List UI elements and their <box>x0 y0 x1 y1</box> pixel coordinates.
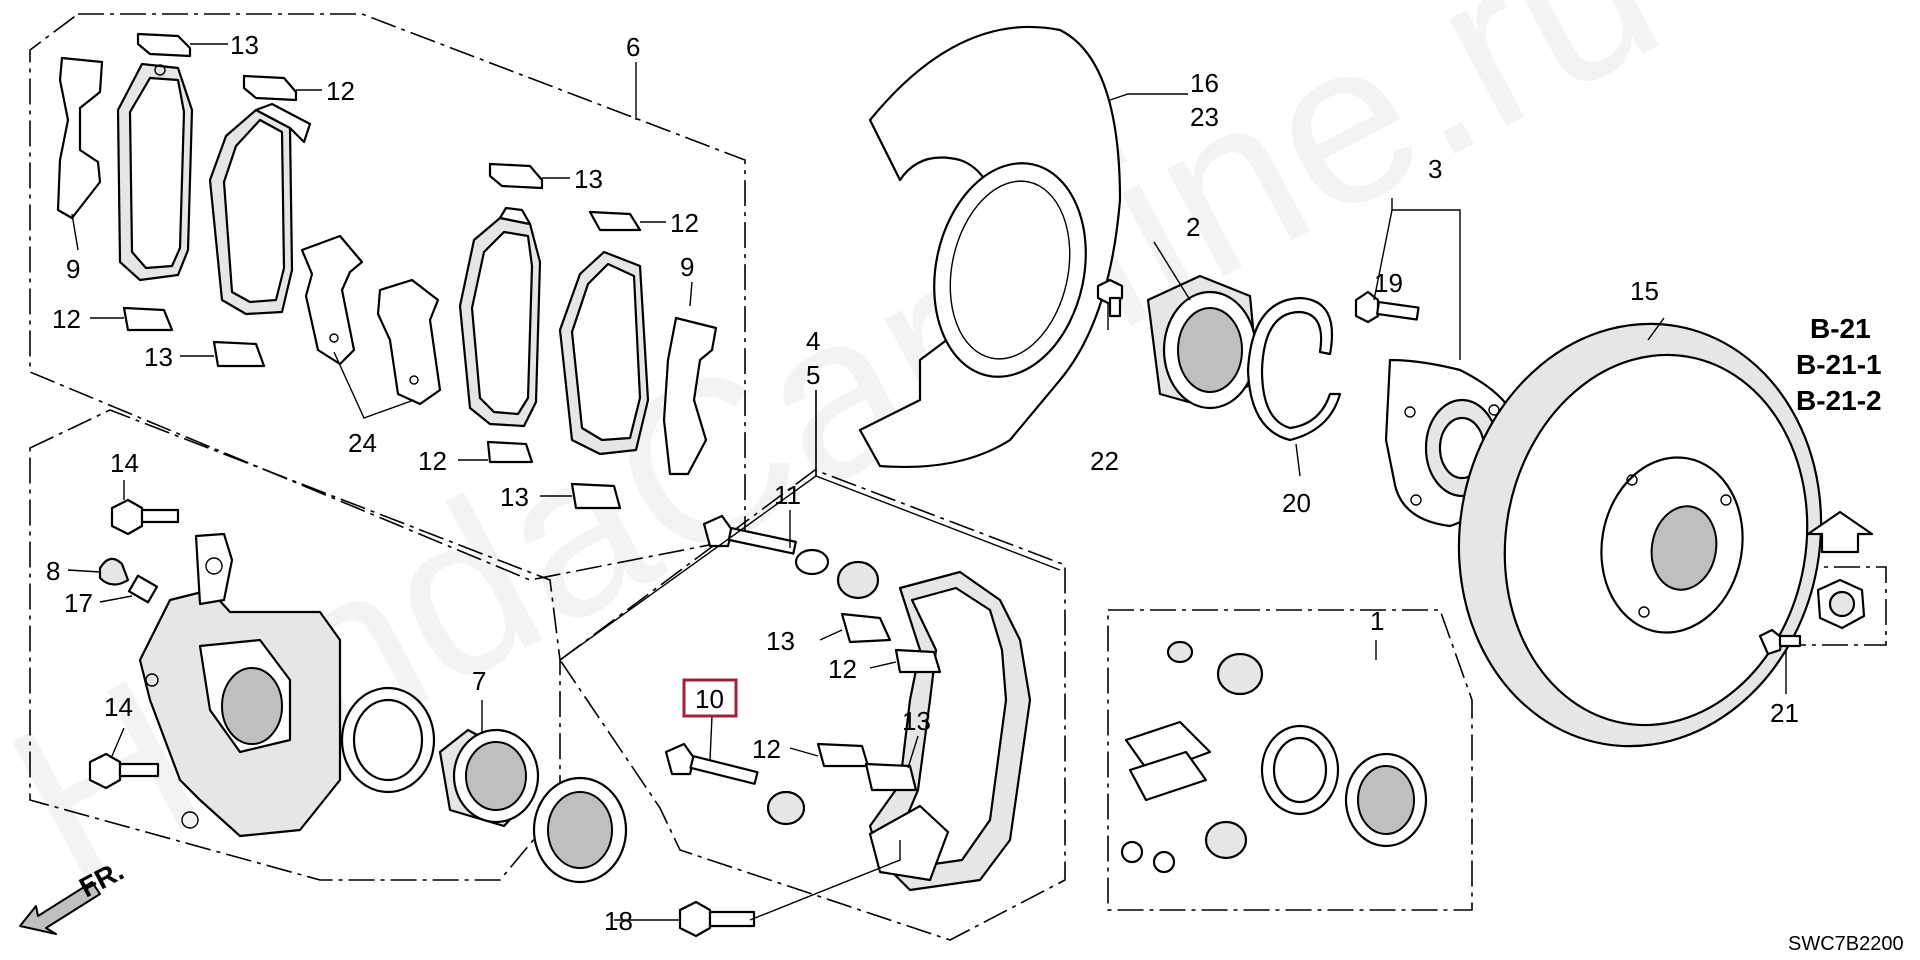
bracket-bolt-18 <box>678 900 756 938</box>
brake-disc-15 <box>1457 322 1823 748</box>
callout-8: 8 <box>46 556 60 586</box>
callout-7: 7 <box>472 666 486 696</box>
group-outline-seal-kit <box>1107 609 1473 911</box>
brake-pad-inner-right <box>558 250 650 456</box>
hub-nut <box>1816 578 1866 630</box>
highlight-box-part-10 <box>682 678 738 718</box>
diagram-code: SWC7B2200 <box>1788 933 1904 955</box>
splash-shield <box>858 25 1122 469</box>
caliper-bolt-14-top <box>110 498 180 536</box>
leader-lines <box>67 43 1787 921</box>
outer-shim-9-right <box>662 316 718 476</box>
group-outline-bracket <box>558 469 1066 941</box>
caliper-body <box>138 532 342 838</box>
callout-9: 9 <box>66 254 80 284</box>
callout-16: 16 <box>1190 68 1219 98</box>
callout-12: 12 <box>752 734 781 764</box>
callout-12: 12 <box>52 304 81 334</box>
callout-13: 13 <box>574 164 603 194</box>
callout-14: 14 <box>110 448 139 478</box>
bleeder-screw-17 <box>127 574 159 604</box>
hub-bolt-19 <box>1354 290 1420 324</box>
pad-shim-24a <box>300 234 364 366</box>
callout-24: 24 <box>348 428 377 458</box>
piston-seal-large <box>340 686 436 794</box>
splash-bolt-22 <box>1096 278 1124 318</box>
callout-18: 18 <box>604 906 633 936</box>
callout-23: 23 <box>1190 102 1219 132</box>
guide-pin-10 <box>664 742 759 785</box>
group-outline-pads <box>29 13 746 581</box>
callout-9: 9 <box>680 252 694 282</box>
callout-20: 20 <box>1282 488 1311 518</box>
reference-up-arrow <box>1806 510 1874 554</box>
ref-label-b21: B-21 <box>1810 313 1871 344</box>
callout-1: 1 <box>1370 606 1384 636</box>
wheel-bearing-2 <box>1146 274 1260 410</box>
callout-19: 19 <box>1374 268 1403 298</box>
callout-15: 15 <box>1630 276 1659 306</box>
guide-pin-11 <box>702 514 797 555</box>
caliper-bracket <box>868 570 1032 892</box>
callout-13: 13 <box>144 342 173 372</box>
callout-13: 13 <box>230 30 259 60</box>
brake-pad-outer-left <box>116 62 194 282</box>
callout-11: 11 <box>774 480 801 510</box>
reference-labels: B-21 B-21-1 B-21-2 <box>1796 313 1882 416</box>
callout-22: 22 <box>1090 446 1119 476</box>
callout-2: 2 <box>1186 212 1200 242</box>
pad-retainer-clips <box>122 32 642 510</box>
ref-label-b21-1: B-21-1 <box>1796 349 1882 380</box>
callout-3: 3 <box>1428 154 1442 184</box>
seal-kit-parts <box>1120 640 1428 874</box>
callout-13: 13 <box>766 626 795 656</box>
callout-12: 12 <box>418 446 447 476</box>
callout-12: 12 <box>326 76 355 106</box>
brake-pad-inner-left <box>208 102 312 316</box>
callout-12: 12 <box>670 208 699 238</box>
callout-21: 21 <box>1770 698 1799 728</box>
callout-13: 13 <box>500 482 529 512</box>
disc-screw-21 <box>1758 628 1802 656</box>
piston-7 <box>438 728 540 828</box>
callout-6: 6 <box>626 32 640 62</box>
callout-12: 12 <box>828 654 857 684</box>
ref-label-b21-2: B-21-2 <box>1796 385 1882 416</box>
callout-17: 17 <box>64 588 93 618</box>
callout-13: 13 <box>902 706 931 736</box>
callout-10: 10 <box>695 684 724 714</box>
callout-labels: 6 13 12 9 12 13 13 12 9 24 12 13 14 8 17… <box>46 30 1799 936</box>
bracket-clips <box>816 612 942 792</box>
caliper-bolt-14-bottom <box>88 752 160 790</box>
pin-boots <box>766 548 880 826</box>
bleeder-cap-8 <box>98 557 130 586</box>
callout-4: 4 <box>806 326 820 356</box>
brake-pad-outer-right <box>458 206 542 428</box>
outer-shim-9-left <box>56 56 104 220</box>
pad-shim-24b <box>376 278 442 406</box>
snap-ring-20 <box>1246 296 1342 442</box>
callout-14: 14 <box>104 692 133 722</box>
piston-boot <box>532 776 628 884</box>
callout-5: 5 <box>806 360 820 390</box>
